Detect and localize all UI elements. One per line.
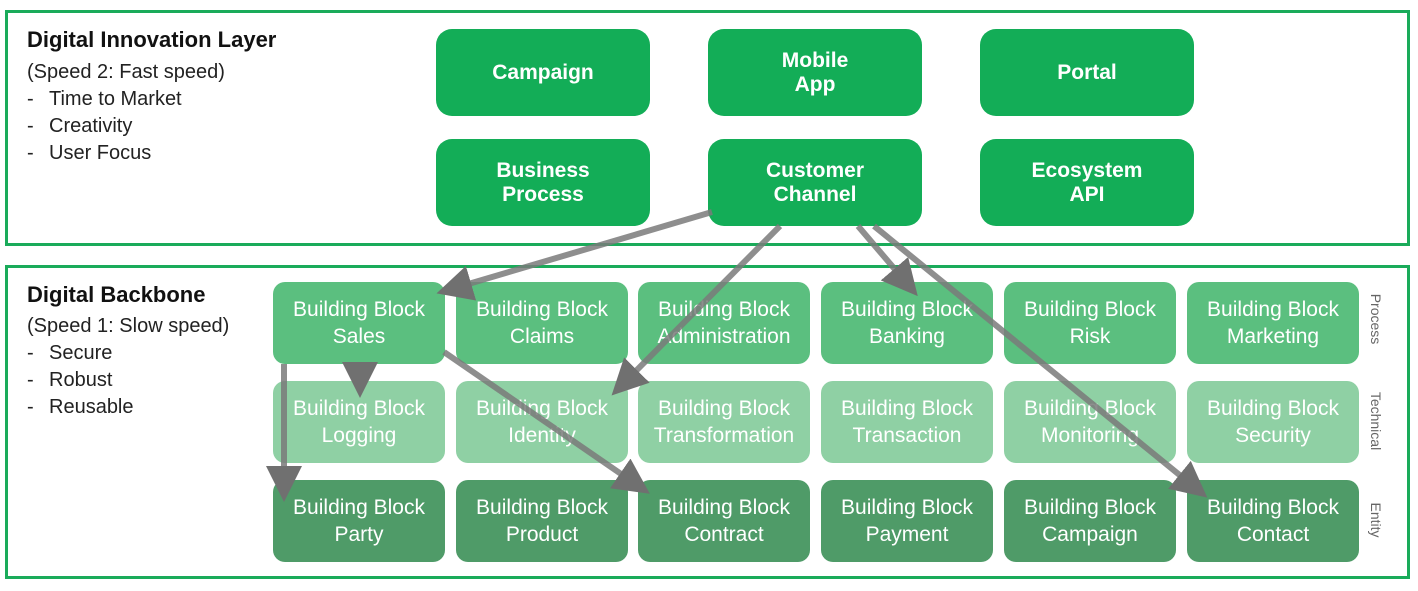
- backbone-bullets: Secure Robust Reusable: [27, 340, 134, 421]
- building-block-security: Building Block Security: [1187, 381, 1359, 463]
- innovation-layer-subtitle: (Speed 2: Fast speed): [27, 61, 225, 83]
- building-block-payment: Building Block Payment: [821, 480, 993, 562]
- building-block-campaign: Building Block Campaign: [1004, 480, 1176, 562]
- innovation-layer-bullets: Time to Market Creativity User Focus: [27, 86, 182, 167]
- bullet-item: Robust: [27, 367, 134, 394]
- row-label-technical: Technical: [1368, 391, 1384, 451]
- building-block-identity: Building Block Identity: [456, 381, 628, 463]
- building-block-claims: Building Block Claims: [456, 282, 628, 364]
- bullet-item: Time to Market: [27, 86, 182, 113]
- building-block-banking: Building Block Banking: [821, 282, 993, 364]
- portal-box: Portal: [980, 29, 1194, 116]
- innovation-layer-title: Digital Innovation Layer: [27, 27, 277, 52]
- backbone-subtitle: (Speed 1: Slow speed): [27, 315, 230, 337]
- building-block-transformation: Building Block Transformation: [638, 381, 810, 463]
- building-block-contract: Building Block Contract: [638, 480, 810, 562]
- bullet-item: Reusable: [27, 394, 134, 421]
- customer-channel-box: Customer Channel: [708, 139, 922, 226]
- business-process-box: Business Process: [436, 139, 650, 226]
- bullet-item: User Focus: [27, 140, 182, 167]
- building-block-marketing: Building Block Marketing: [1187, 282, 1359, 364]
- backbone-title: Digital Backbone: [27, 282, 206, 307]
- row-label-process: Process: [1368, 293, 1384, 345]
- building-block-transaction: Building Block Transaction: [821, 381, 993, 463]
- building-block-sales: Building Block Sales: [273, 282, 445, 364]
- campaign-box: Campaign: [436, 29, 650, 116]
- building-block-risk: Building Block Risk: [1004, 282, 1176, 364]
- building-block-party: Building Block Party: [273, 480, 445, 562]
- building-block-contact: Building Block Contact: [1187, 480, 1359, 562]
- building-block-product: Building Block Product: [456, 480, 628, 562]
- building-block-administration: Building Block Administration: [638, 282, 810, 364]
- ecosystem-api-box: Ecosystem API: [980, 139, 1194, 226]
- mobile-app-box: Mobile App: [708, 29, 922, 116]
- building-block-monitoring: Building Block Monitoring: [1004, 381, 1176, 463]
- row-label-entity: Entity: [1368, 502, 1384, 538]
- bullet-item: Secure: [27, 340, 134, 367]
- building-block-logging: Building Block Logging: [273, 381, 445, 463]
- bullet-item: Creativity: [27, 113, 182, 140]
